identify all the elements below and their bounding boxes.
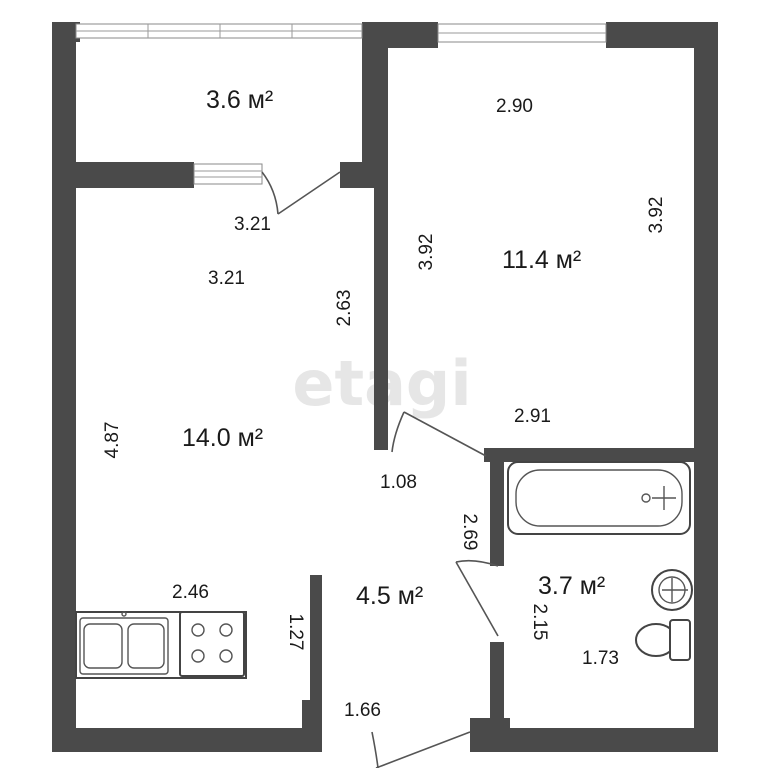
toilet	[635, 619, 691, 661]
living-top-dimension: 3.21	[208, 268, 245, 289]
bedroom-area: 11.4 м²	[502, 246, 581, 274]
balcony-window	[75, 23, 363, 39]
kitchen-stove	[179, 611, 245, 677]
bathroom-area: 3.7 м²	[538, 572, 605, 600]
bathroom-door	[455, 559, 499, 637]
balcony-door	[261, 171, 341, 215]
hall-side-dimension: 2.69	[459, 514, 480, 551]
bedroom-door	[391, 411, 487, 457]
walls	[52, 22, 718, 752]
washbasin	[651, 569, 693, 611]
hall-doorway-dimension: 1.08	[380, 472, 417, 493]
entry-dimension: 1.66	[344, 700, 381, 721]
bathtub	[507, 461, 691, 535]
bedroom-left-dimension: 3.92	[416, 234, 437, 271]
bathroom-bottom-dimension: 1.73	[582, 648, 619, 669]
kitchen-sink	[79, 611, 169, 675]
kitchen-bottom-dimension: 2.46	[172, 582, 209, 603]
living-height-dimension: 4.87	[102, 422, 123, 459]
bathroom-side-dimension: 2.15	[529, 604, 550, 641]
bedroom-right-dimension: 3.92	[646, 197, 667, 234]
balcony-area: 3.6 м²	[206, 86, 273, 114]
entrance-door	[371, 731, 471, 768]
bedroom-bottom-dimension: 2.91	[514, 406, 551, 427]
living-inner-dimension: 2.63	[334, 290, 355, 327]
bedroom-window	[437, 23, 607, 43]
bedroom-top-dimension: 2.90	[496, 96, 533, 117]
hall-area: 4.5 м²	[356, 582, 423, 610]
living-balcony-window	[193, 163, 263, 185]
niche-dimension: 1.27	[285, 614, 306, 651]
balcony-width-dimension: 3.21	[234, 214, 271, 235]
living-area: 14.0 м²	[182, 424, 263, 452]
